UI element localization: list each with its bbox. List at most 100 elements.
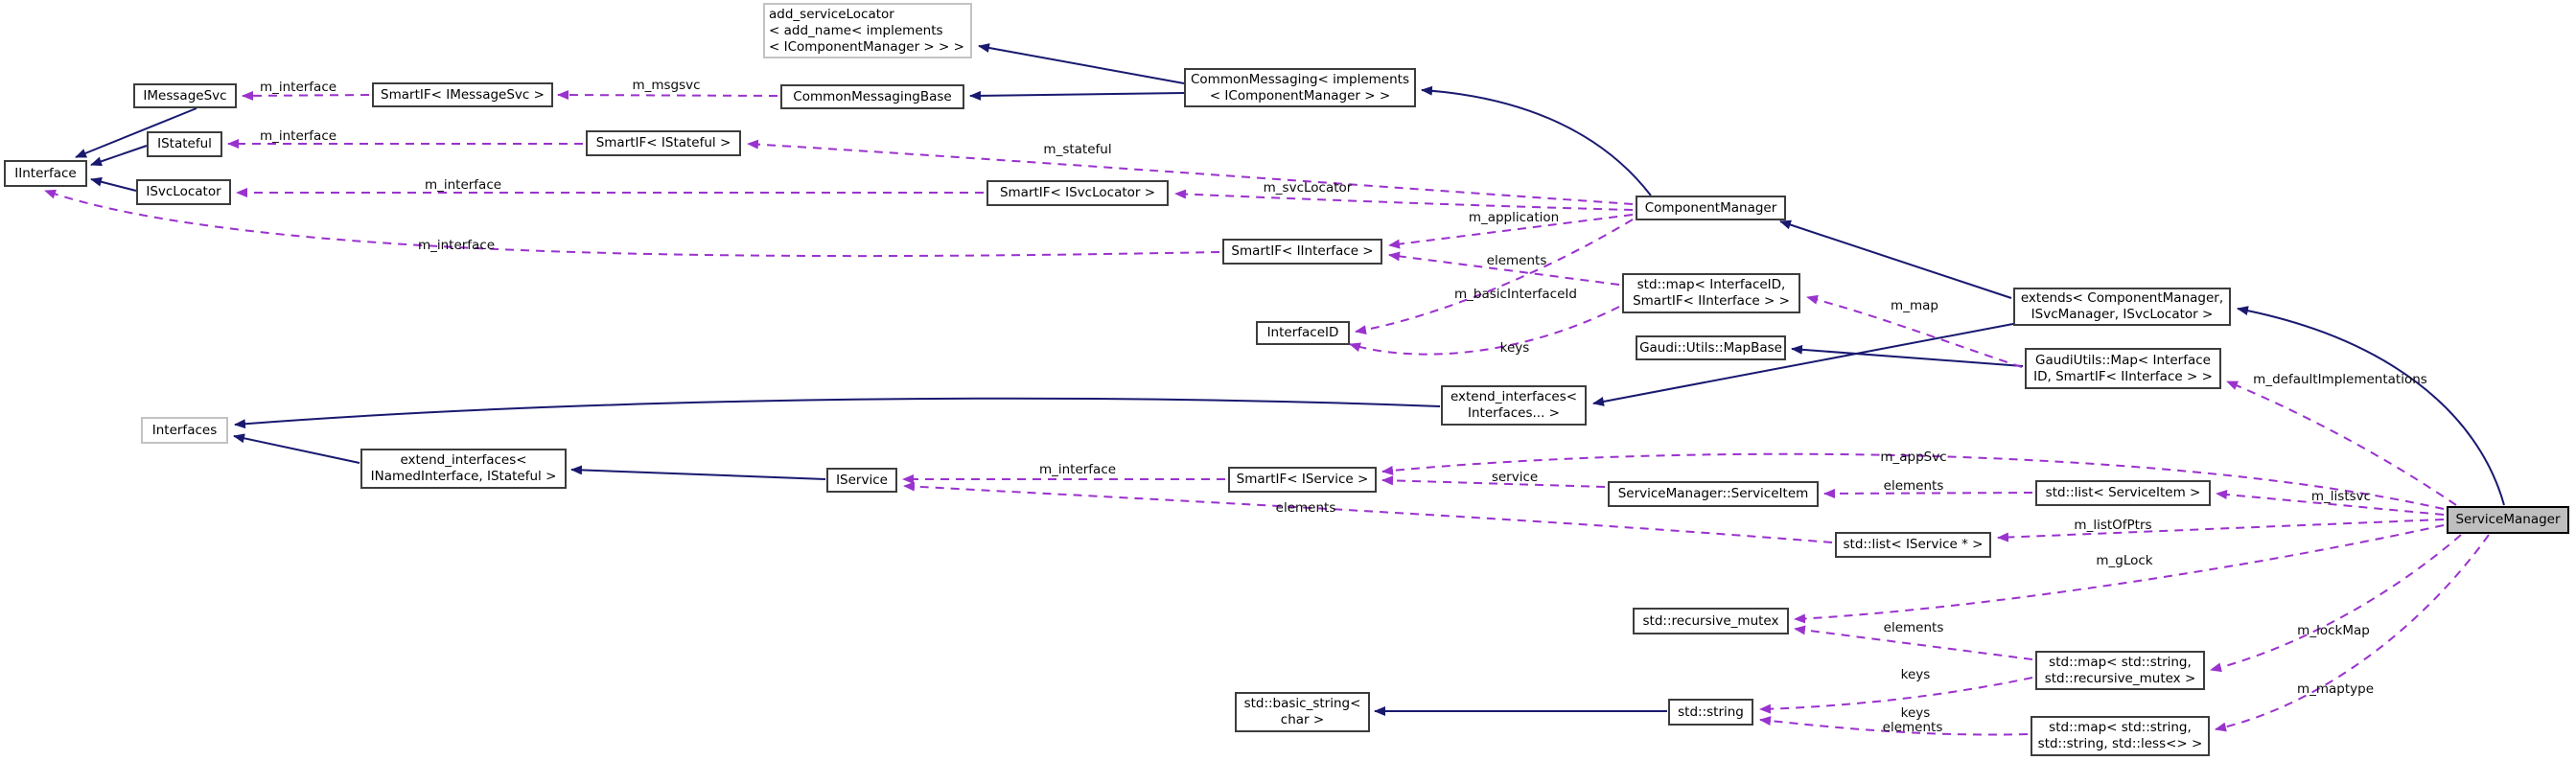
node-label: std::map< std::string, bbox=[2049, 654, 2192, 670]
edge-label-m-interface-msgsvc: m_interface bbox=[259, 80, 337, 95]
node-label: CommonMessagingBase bbox=[793, 88, 952, 104]
edge-gaudiutilsmap-stdmapinterfaceid bbox=[1806, 294, 2023, 368]
node-isvclocator[interactable]: ISvcLocator bbox=[136, 179, 231, 205]
edge-label-m-listsvc: m_listsvc bbox=[2310, 489, 2372, 504]
edge-componentmanager-commonmessaging bbox=[1421, 85, 1652, 196]
node-commonmessaging[interactable]: CommonMessaging< implements < IComponent… bbox=[1184, 68, 1416, 107]
node-label: IService bbox=[836, 472, 888, 488]
node-interfaceid[interactable]: InterfaceID bbox=[1256, 321, 1350, 345]
node-istateful[interactable]: IStateful bbox=[147, 131, 222, 157]
node-std-recursive-mutex[interactable]: std::recursive_mutex bbox=[1633, 608, 1789, 634]
node-label: SmartIF< ISvcLocator > bbox=[999, 185, 1156, 200]
edge-label-m-lockmap: m_lockMap bbox=[2297, 623, 2370, 638]
edge-servicemanager-extends bbox=[2237, 306, 2505, 506]
node-extends-componentmanager[interactable]: extends< ComponentManager, ISvcManager, … bbox=[2013, 288, 2231, 326]
edge-componentmanager-smartifisvclocator bbox=[1174, 189, 1634, 211]
node-std-basic-string-char[interactable]: std::basic_string< char > bbox=[1235, 692, 1370, 732]
edge-label-m-defaultimplementations: m_defaultImplementations bbox=[2253, 372, 2427, 387]
node-label: std::map< InterfaceID, bbox=[1636, 277, 1786, 292]
node-label: SmartIF< IInterface > bbox=[1231, 243, 1374, 259]
node-label: std::list< ServiceItem > bbox=[2045, 485, 2201, 500]
node-label: ISvcManager, ISvcLocator > bbox=[2031, 307, 2214, 322]
edge-istateful-iinterface bbox=[90, 145, 148, 167]
edge-commonmessaging-commonmessagingbase bbox=[969, 90, 1185, 101]
edge-componentmanager-smartifistateful bbox=[747, 139, 1634, 205]
node-std-list-iservice-ptr[interactable]: std::list< IService * > bbox=[1835, 532, 1991, 558]
node-label: IInterface bbox=[14, 165, 77, 181]
edge-extendinterfacesvariadic-interfaces bbox=[234, 397, 1441, 429]
edge-servicemanager-stdlistiserviceptr bbox=[1997, 519, 2445, 542]
edge-servicemanager-gaudiutilsmap bbox=[2226, 380, 2457, 506]
node-smartif-istateful[interactable]: SmartIF< IStateful > bbox=[586, 130, 741, 156]
edge-label-m-maptype: m_maptype bbox=[2296, 681, 2375, 697]
node-label: Interfaces... > bbox=[1468, 405, 1560, 421]
edge-label-m-interface-stateful: m_interface bbox=[259, 128, 337, 144]
edge-extends-extendinterfacesvariadic bbox=[1592, 322, 2019, 406]
edge-stdlistiserviceptr-iservice bbox=[903, 481, 1833, 543]
node-add-servicelocator[interactable]: add_serviceLocator < add_name< implement… bbox=[763, 3, 972, 58]
edge-extendinterfacesnamed-interfaces bbox=[233, 433, 360, 464]
node-label: extend_interfaces< bbox=[1450, 389, 1578, 404]
edge-stdlistserviceitem-serviceitem bbox=[1823, 488, 2033, 498]
edge-label-m-msgsvc: m_msgsvc bbox=[632, 78, 701, 93]
edge-gaudiutilsmap-mapbase bbox=[1791, 344, 2024, 367]
edge-label-m-interface-iface: m_interface bbox=[417, 238, 496, 253]
node-componentmanager[interactable]: ComponentManager bbox=[1636, 196, 1786, 220]
edge-label-m-appsvc: m_appSvc bbox=[1880, 450, 1947, 465]
edge-label-keys-string-string: keys bbox=[1900, 705, 1931, 721]
edge-label-m-application: m_application bbox=[1468, 210, 1560, 225]
node-iinterface[interactable]: IInterface bbox=[4, 160, 87, 187]
node-std-string[interactable]: std::string bbox=[1668, 699, 1753, 726]
node-label: INamedInterface, IStateful > bbox=[370, 469, 557, 484]
edge-servicemanager-stdmapstringmutex bbox=[2210, 534, 2462, 673]
edge-label-m-map: m_map bbox=[1891, 298, 1938, 313]
node-std-list-serviceitem[interactable]: std::list< ServiceItem > bbox=[2035, 480, 2211, 506]
node-label: extend_interfaces< bbox=[400, 452, 527, 468]
node-label: ID, SmartIF< IInterface > > bbox=[2033, 368, 2213, 384]
node-smartif-iservice[interactable]: SmartIF< IService > bbox=[1228, 467, 1377, 493]
node-smartif-imessagesvc[interactable]: SmartIF< IMessageSvc > bbox=[372, 82, 553, 107]
node-label: IMessageSvc bbox=[143, 87, 227, 104]
node-label: CommonMessaging< implements bbox=[1190, 71, 1409, 87]
node-smartif-isvclocator[interactable]: SmartIF< ISvcLocator > bbox=[986, 180, 1169, 206]
node-label: add_serviceLocator bbox=[769, 6, 894, 22]
edge-stdmapinterfaceid-smartifiinterface bbox=[1388, 251, 1620, 286]
node-label: GaudiUtils::Map< Interface bbox=[2035, 352, 2211, 368]
edge-extends-componentmanager bbox=[1779, 219, 2012, 299]
edge-label-elements-iservice: elements bbox=[1275, 500, 1336, 516]
edge-commonmessaging-addservicelocator bbox=[978, 43, 1185, 84]
node-gaudi-utils-mapbase[interactable]: Gaudi::Utils::MapBase bbox=[1636, 335, 1786, 360]
edge-label-service: service bbox=[1491, 470, 1539, 485]
node-gaudiutils-map[interactable]: GaudiUtils::Map< Interface ID, SmartIF< … bbox=[2025, 348, 2221, 389]
node-imessagesvc[interactable]: IMessageSvc bbox=[133, 83, 237, 108]
node-label: InterfaceID bbox=[1266, 325, 1339, 340]
edge-serviceitem-smartifiservice bbox=[1381, 475, 1606, 488]
edge-stdmapinterfaceid-interfaceid bbox=[1349, 306, 1620, 356]
node-std-map-interfaceid[interactable]: std::map< InterfaceID, SmartIF< IInterfa… bbox=[1622, 273, 1800, 313]
node-label: std::basic_string< bbox=[1243, 696, 1361, 711]
node-iservice[interactable]: IService bbox=[826, 468, 897, 493]
edge-servicemanager-recursivemutex bbox=[1794, 524, 2445, 624]
edge-smartifimessagesvc-imessagesvc bbox=[242, 90, 370, 101]
node-interfaces[interactable]: Interfaces bbox=[141, 417, 228, 444]
node-smartif-iinterface[interactable]: SmartIF< IInterface > bbox=[1222, 239, 1382, 265]
edge-servicemanager-smartifiservice-appsvc bbox=[1381, 452, 2445, 510]
node-extend-interfaces-variadic[interactable]: extend_interfaces< Interfaces... > bbox=[1441, 385, 1587, 426]
edge-label-elements-smartif-iface: elements bbox=[1486, 253, 1547, 268]
node-std-map-string-string[interactable]: std::map< std::string, std::string, std:… bbox=[2031, 716, 2210, 756]
node-label: ISvcLocator bbox=[146, 184, 221, 199]
edge-stdmapstringmutex-recursivemutex bbox=[1794, 625, 2033, 660]
node-servicemanager-serviceitem[interactable]: ServiceManager::ServiceItem bbox=[1608, 481, 1819, 507]
node-extend-interfaces-named[interactable]: extend_interfaces< INamedInterface, ISta… bbox=[360, 449, 567, 489]
edge-imessagesvc-iinterface bbox=[75, 107, 197, 158]
node-label: ServiceManager::ServiceItem bbox=[1617, 486, 1809, 501]
node-std-map-string-mutex[interactable]: std::map< std::string, std::recursive_mu… bbox=[2035, 651, 2205, 690]
node-label: < add_name< implements bbox=[769, 22, 943, 38]
node-commonmessagingbase[interactable]: CommonMessagingBase bbox=[780, 84, 964, 109]
node-label: std::recursive_mutex > bbox=[2044, 670, 2196, 686]
node-servicemanager[interactable]: ServiceManager bbox=[2447, 506, 2569, 534]
edge-componentmanager-interfaceid bbox=[1355, 219, 1634, 335]
edge-commonmessagingbase-smartifimessagesvc bbox=[557, 90, 778, 101]
